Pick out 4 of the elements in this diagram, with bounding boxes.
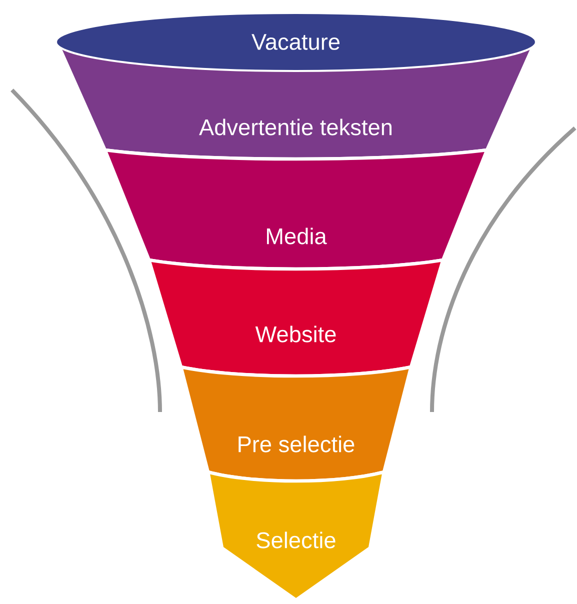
funnel-band: Selectie [206, 470, 386, 602]
funnel-band: Media [103, 148, 489, 271]
funnel-band: Website [147, 258, 445, 378]
funnel-band: Pre selectie [179, 365, 413, 483]
